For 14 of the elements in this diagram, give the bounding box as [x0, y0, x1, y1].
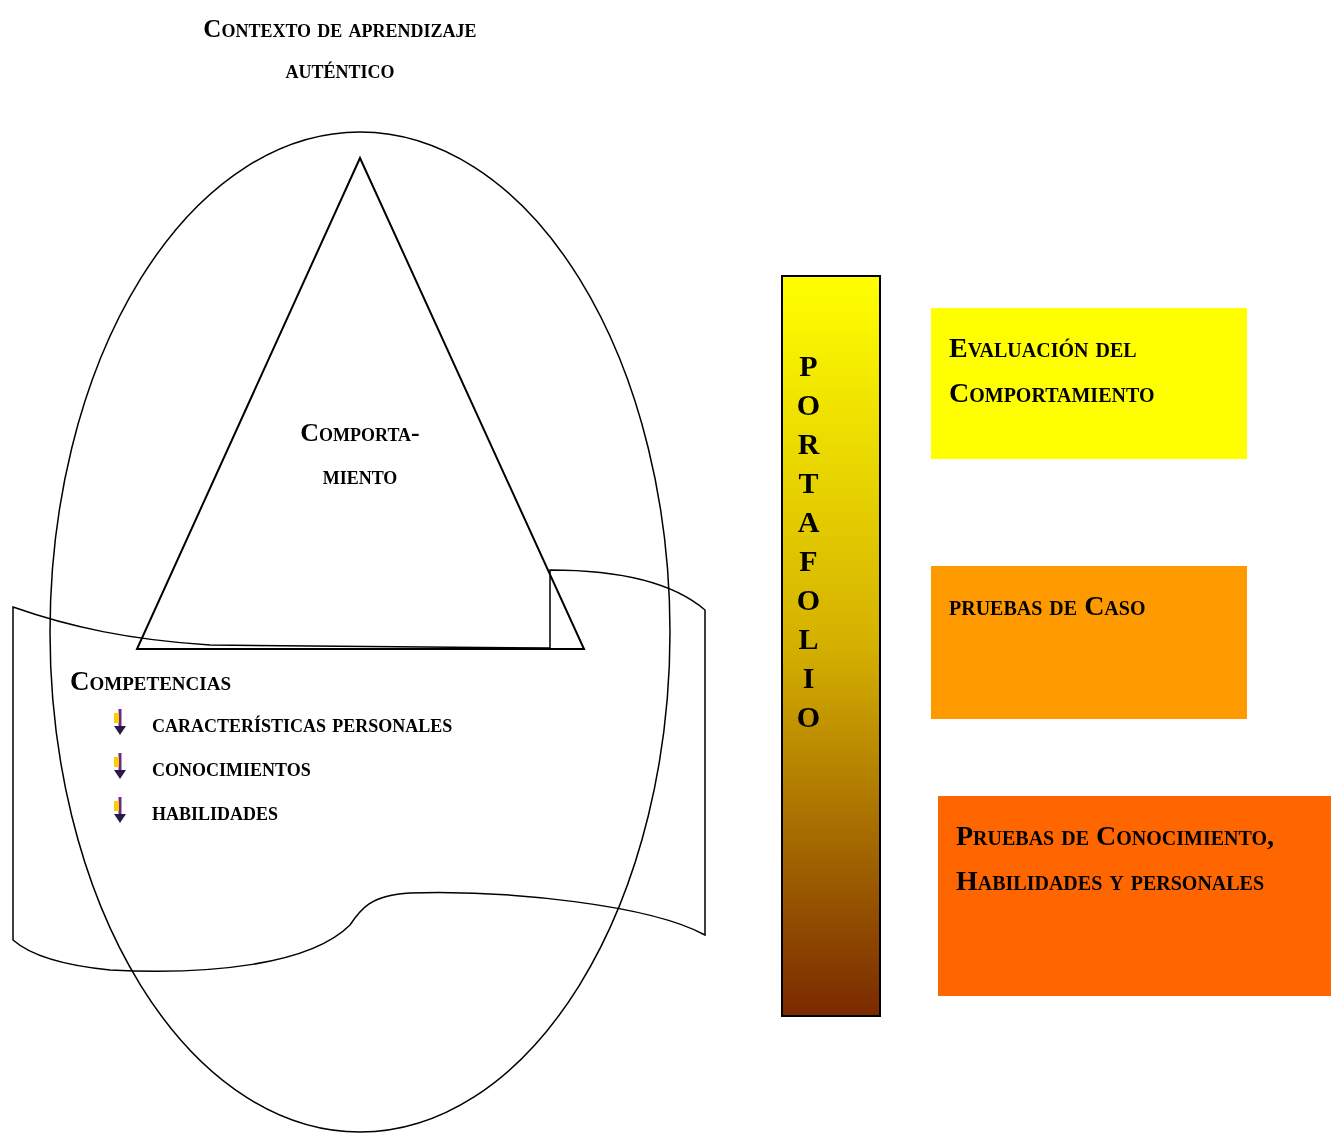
heading-text: Contexto de aprendizaje auténtico — [202, 14, 478, 86]
triangle-label: Comporta- miento — [299, 417, 421, 492]
assessment-box — [938, 796, 1331, 996]
heading-text: Competencias — [70, 665, 231, 698]
box-label: Pruebas de Conocimiento, Habilidades y personales — [956, 819, 1275, 898]
portfolio-bar — [781, 275, 881, 1017]
list-item: características personales — [152, 709, 453, 739]
list-item: conocimientos — [152, 753, 311, 783]
assessment-box — [931, 308, 1247, 459]
vertical-label: PORTAFOLIO — [793, 349, 823, 739]
assessment-box — [931, 566, 1247, 719]
list-item: habilidades — [152, 797, 279, 827]
box-label: Evaluación del Comportamiento — [949, 331, 1156, 410]
box-label: pruebas de Caso — [949, 589, 1147, 623]
